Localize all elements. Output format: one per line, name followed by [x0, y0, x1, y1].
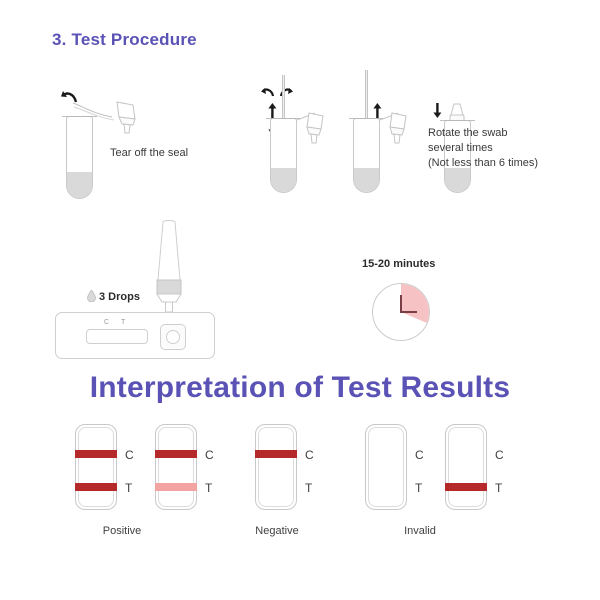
strip-inner-frame — [158, 427, 194, 507]
extraction-tube — [266, 118, 301, 193]
step-dispense-drops: 3 Drops C T — [55, 220, 295, 360]
strip-inner-frame — [368, 427, 404, 507]
tube-cap-detached — [111, 100, 141, 138]
strip-inner-frame — [258, 427, 294, 507]
window-mark-c: C — [104, 319, 110, 326]
test-letter: T — [125, 481, 133, 495]
sample-well-inner — [166, 330, 180, 344]
drops-label: 3 Drops — [99, 291, 140, 303]
step2-caption: Rotate the swab several times (Not less … — [428, 127, 539, 169]
test-letter: T — [205, 481, 213, 495]
test-band — [155, 483, 197, 491]
strip-inner-frame — [78, 427, 114, 507]
test-cassette-device: C T — [55, 312, 215, 359]
rotate-right-icon — [279, 87, 294, 100]
tube-cap-seated — [445, 103, 469, 123]
swab-rotate-assembly — [260, 70, 330, 200]
result-strip-positive-faint — [155, 424, 197, 510]
control-letter: C — [415, 448, 424, 462]
dropper-tube-inverted — [149, 220, 189, 320]
test-letter: T — [495, 481, 503, 495]
result-window — [86, 329, 148, 344]
extraction-tube — [62, 116, 97, 199]
swab-withdraw-assembly — [343, 70, 413, 200]
tube-liquid — [354, 168, 379, 192]
test-band — [75, 483, 117, 491]
result-group-positive: C T C T Positive — [70, 424, 240, 539]
rotate-left-icon — [260, 87, 275, 100]
tube-cap-attached — [296, 110, 326, 150]
step-wait-timer: 15-20 minutes — [362, 258, 472, 358]
step1-caption: Tear off the seal — [110, 147, 189, 159]
control-band — [255, 450, 297, 458]
control-band — [155, 450, 197, 458]
arrow-down-icon — [433, 103, 442, 118]
result-strip-negative — [255, 424, 297, 510]
swab-capped-assembly — [426, 70, 496, 200]
result-label-invalid: Invalid — [404, 525, 436, 537]
clock-hand-minute — [400, 295, 402, 312]
result-group-negative: C T Negative — [250, 424, 360, 539]
step-rotate-swab: Rotate the swab several times (Not less … — [260, 70, 590, 200]
result-strip-positive-strong — [75, 424, 117, 510]
extraction-tube — [349, 118, 384, 193]
results-title: Interpretation of Test Results — [89, 371, 511, 404]
test-letter: T — [415, 481, 423, 495]
step-tear-off-seal: Tear off the seal — [55, 88, 255, 199]
control-letter: C — [125, 448, 134, 462]
arrow-up-icon — [373, 103, 382, 118]
arrow-up-icon — [268, 103, 277, 118]
control-letter: C — [205, 448, 214, 462]
window-mark-t: T — [121, 319, 126, 326]
swab-stick — [365, 70, 368, 150]
seal-foil-strip — [72, 101, 120, 128]
result-label-positive: Positive — [102, 525, 142, 537]
timer-label: 15-20 minutes — [362, 258, 436, 270]
control-letter: C — [305, 448, 314, 462]
tube-liquid — [67, 172, 92, 198]
curved-pull-arrow-icon — [60, 90, 82, 106]
result-strip-invalid-test-only — [445, 424, 487, 510]
tube-cap-attached — [379, 110, 409, 150]
strip-inner-frame — [448, 427, 484, 507]
extraction-tube — [440, 120, 475, 193]
result-group-invalid: C T C T Invalid — [360, 424, 530, 539]
test-band — [445, 483, 487, 491]
control-letter: C — [495, 448, 504, 462]
clock-hand-hour — [400, 311, 417, 313]
test-letter: T — [305, 481, 313, 495]
section-title: 3. Test Procedure — [52, 30, 197, 49]
tube-liquid — [445, 168, 470, 192]
result-label-negative: Negative — [255, 525, 299, 537]
water-drop-icon — [87, 290, 96, 302]
result-strip-invalid-blank — [365, 424, 407, 510]
clock-icon — [372, 283, 430, 341]
tube-liquid — [271, 168, 296, 192]
control-band — [75, 450, 117, 458]
